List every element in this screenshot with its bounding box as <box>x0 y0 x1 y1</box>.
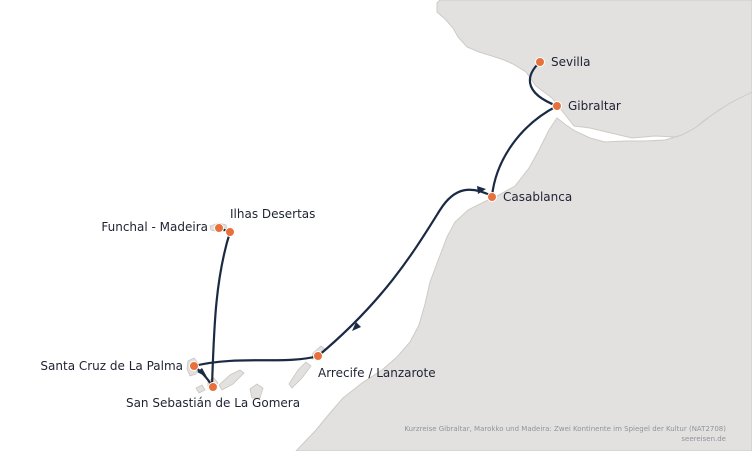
africa-landmass <box>295 91 752 451</box>
tenerife-island <box>218 369 245 391</box>
port-label-santa-cruz-de-la-palma: Santa Cruz de La Palma <box>40 359 183 373</box>
port-marker-arrecife[interactable] <box>313 351 323 361</box>
port-marker-ilhas-desertas[interactable] <box>225 227 235 237</box>
route-arrecife-santa-cruz <box>192 354 320 368</box>
port-marker-funchal[interactable] <box>214 223 224 233</box>
route-gibraltar-casablanca <box>490 104 559 198</box>
port-label-casablanca: Casablanca <box>503 190 572 204</box>
fuerteventura-island <box>288 361 312 389</box>
iberia-landmass <box>436 0 752 139</box>
port-label-ilhas-desertas: Ilhas Desertas <box>230 207 315 221</box>
port-marker-casablanca[interactable] <box>487 192 497 202</box>
route-gomera-funchal <box>210 230 232 388</box>
route-casablanca-arrecife <box>316 188 494 358</box>
route-arrow-icon <box>197 368 207 377</box>
port-label-gibraltar: Gibraltar <box>568 99 621 113</box>
port-marker-gibraltar[interactable] <box>552 101 562 111</box>
route-arrow-icon <box>352 322 361 331</box>
port-marker-san-sebastian-de-la-gomera[interactable] <box>208 382 218 392</box>
gran-canaria-island <box>249 383 264 399</box>
port-marker-santa-cruz-de-la-palma[interactable] <box>189 361 199 371</box>
map-caption: Kurzreise Gibraltar, Marokko und Madeira… <box>404 425 726 433</box>
el-hierro-island <box>195 384 206 394</box>
port-label-arrecife: Arrecife / Lanzarote <box>318 366 436 380</box>
map-source: seereisen.de <box>681 435 726 443</box>
route-arrow-icon <box>477 186 486 194</box>
port-marker-sevilla[interactable] <box>535 57 545 67</box>
port-label-sevilla: Sevilla <box>551 55 590 69</box>
port-label-funchal: Funchal - Madeira <box>101 220 208 234</box>
port-label-san-sebastian-de-la-gomera: San Sebastián de La Gomera <box>126 396 300 410</box>
